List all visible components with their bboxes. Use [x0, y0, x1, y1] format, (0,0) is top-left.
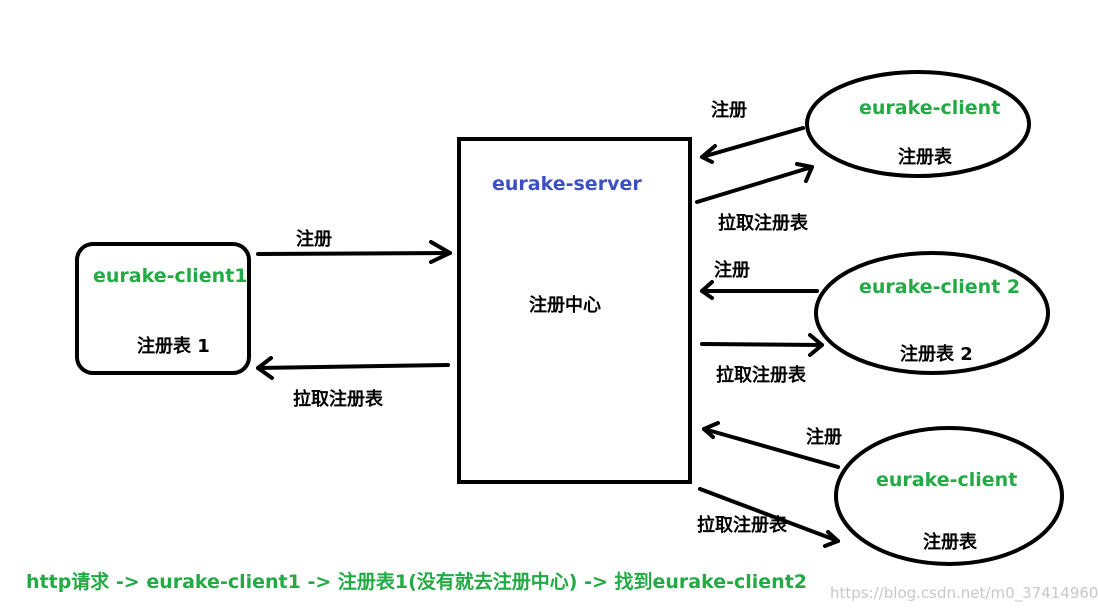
client-bottom-register-arrow	[702, 421, 840, 469]
client-top-table: 注册表	[898, 147, 952, 168]
server-box	[457, 137, 692, 484]
server-center-label: 注册中心	[529, 295, 601, 316]
client-top-pull-arrow	[695, 162, 814, 204]
client-bottom-pull-label: 拉取注册表	[697, 515, 787, 536]
client2-register-arrow	[700, 280, 819, 300]
client-bottom-name: eurake-client	[876, 469, 1018, 491]
client1-pull-label: 拉取注册表	[293, 389, 383, 410]
client2-register-label: 注册	[714, 260, 750, 281]
client1-pull-arrow	[256, 356, 450, 380]
client-top-register-label: 注册	[711, 100, 747, 121]
client-bottom-pull-arrow	[698, 487, 840, 548]
server-name: eurake-server	[492, 173, 642, 195]
client1-name: eurake-client1	[93, 265, 248, 287]
client-bottom-table: 注册表	[923, 532, 977, 553]
client-top-ellipse	[805, 70, 1031, 178]
client2-table: 注册表 2	[900, 344, 973, 365]
client-bottom-ellipse	[834, 426, 1064, 566]
client-top-pull-label: 拉取注册表	[718, 213, 808, 234]
footer-note: http请求 -> eurake-client1 -> 注册表1(没有就去注册中…	[26, 571, 807, 593]
watermark: https://blog.csdn.net/m0_37414960	[830, 584, 1098, 602]
client-top-name: eurake-client	[859, 97, 1001, 119]
client-bottom-register-label: 注册	[806, 427, 842, 448]
client2-pull-label: 拉取注册表	[716, 365, 806, 386]
client-top-register-arrow	[700, 126, 805, 164]
client1-register-arrow	[256, 240, 452, 264]
client2-name: eurake-client 2	[859, 276, 1021, 298]
client1-table: 注册表 1	[137, 336, 210, 357]
client2-pull-arrow	[700, 333, 824, 357]
client1-box	[75, 242, 251, 375]
client2-ellipse	[814, 251, 1050, 375]
client1-register-label: 注册	[296, 229, 332, 250]
